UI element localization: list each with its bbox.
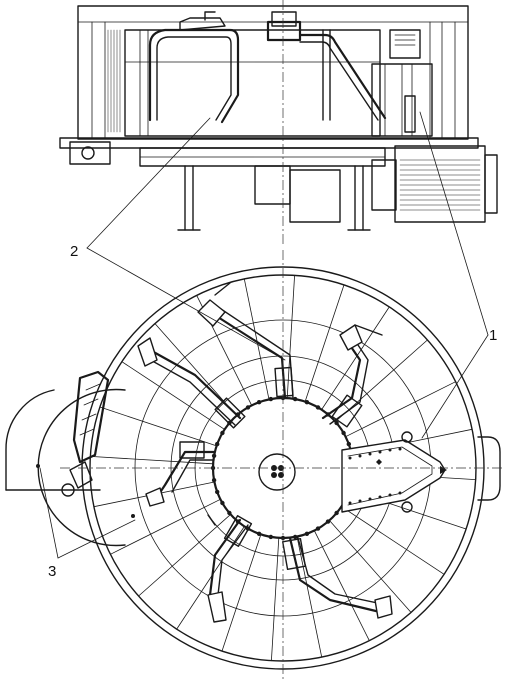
floor-segment-line — [345, 381, 457, 438]
leader-lines — [39, 111, 489, 559]
rotor-bolt — [227, 510, 232, 516]
rotor-bolt — [256, 531, 262, 536]
mixing-arm-left — [148, 348, 242, 420]
rotor-bolt — [245, 405, 251, 410]
rotor-bolt — [268, 534, 273, 540]
door-actuator — [72, 370, 110, 464]
floor-segment-line — [270, 537, 280, 662]
drum-body — [124, 29, 381, 137]
rotor-bolt — [220, 500, 225, 506]
mixing-arm-left — [148, 28, 240, 124]
floor-segment-line — [304, 284, 345, 403]
side-elevation-view — [59, 0, 498, 245]
plan-view — [5, 250, 505, 681]
floor-segment-line — [121, 361, 226, 430]
rotor-bolt — [211, 453, 217, 458]
floor-segment-line — [89, 455, 214, 465]
rotor-bolt — [315, 526, 321, 531]
rotor-bolt — [304, 531, 310, 536]
floor-segment-line — [296, 536, 323, 658]
rotor-bolt — [334, 420, 339, 426]
floor-segment-line — [328, 520, 412, 613]
drive-motor — [394, 145, 486, 223]
rotor-bolt — [315, 405, 321, 410]
rotor-bolt — [325, 519, 331, 524]
floor-segment-line — [286, 274, 296, 399]
callout-label-3: 3 — [48, 563, 56, 580]
floor-segment-line — [243, 278, 270, 400]
floor-segment-line — [340, 506, 445, 575]
rotor-bolt — [256, 400, 262, 405]
floor-segment-line — [321, 306, 390, 411]
rotor-bolt — [334, 510, 339, 516]
mixing-arm-lower-left — [153, 450, 216, 502]
rotor-bolt — [293, 396, 298, 402]
rotor-bolt — [341, 430, 346, 436]
mixing-arms — [137, 282, 393, 623]
floor-segment-line — [138, 514, 232, 597]
floor-segments — [89, 274, 477, 662]
mixing-arm-right — [298, 33, 387, 120]
rotor-shaft — [258, 453, 296, 491]
mixing-arm-bottom-left — [208, 518, 242, 597]
floor-segment-line — [99, 406, 218, 447]
callout-label-2: 2 — [70, 243, 78, 260]
floor-segment-line — [221, 534, 262, 652]
rotor-bolt — [215, 441, 220, 447]
mixer-housing — [77, 5, 469, 140]
rotor-bolt — [215, 489, 220, 495]
central-hub-top — [266, 20, 302, 42]
rotor-bolt — [304, 400, 310, 405]
mixing-arm-top — [208, 310, 287, 400]
rotor-bolt — [211, 478, 217, 483]
rotor-bolt — [346, 441, 351, 447]
floor-segment-line — [313, 530, 370, 641]
mixing-arm-bottom-right — [288, 536, 382, 614]
drum-side-lug — [477, 436, 501, 501]
motor-cooling-fins — [399, 159, 481, 211]
rotor-bolt — [268, 396, 273, 402]
rotor-bolt — [220, 430, 225, 436]
callout-label-1: 1 — [489, 327, 497, 344]
floor-segment-line — [110, 498, 221, 555]
rotor-bolt — [293, 534, 298, 540]
